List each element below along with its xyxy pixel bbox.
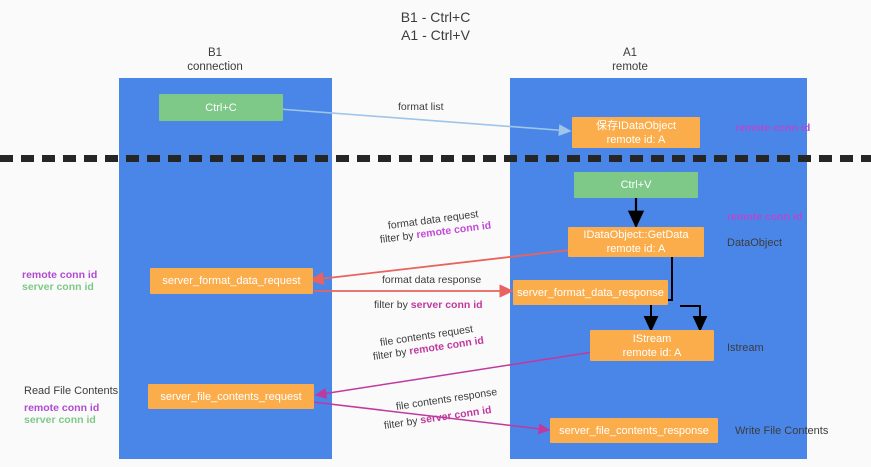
box-server-file-contents-request-label: server_file_contents_request — [160, 390, 302, 403]
annotation-right-write-file-contents: Write File Contents — [735, 425, 829, 437]
annotation-left-read-file-contents: Read File Contents — [24, 385, 119, 397]
section-divider — [0, 155, 871, 162]
box-ctrl-c[interactable]: Ctrl+C — [159, 94, 283, 121]
box-save-idataobject-line1: 保存IDataObject — [595, 119, 677, 132]
annotation-left-remote-conn-id-mid: remote conn id — [22, 269, 98, 281]
box-idataobject-getdata[interactable]: IDataObject::GetData remote id: A — [568, 227, 704, 257]
annotation-left-server-conn-id-bottom: server conn id — [24, 414, 96, 426]
box-istream-line1: IStream — [632, 332, 672, 345]
column-header-a1: A1 remote — [570, 46, 690, 74]
edge-label-format-list-text: format list — [398, 101, 444, 113]
edge-label-format-data-response-text: format data response — [382, 274, 482, 286]
column-header-b1-name: B1 — [207, 47, 223, 59]
box-save-idataobject[interactable]: 保存IDataObject remote id: A — [572, 117, 700, 148]
annotation-right-remote-conn-id-top: remote conn id — [735, 122, 811, 134]
box-ctrl-c-label: Ctrl+C — [205, 101, 237, 114]
page-title: B1 - Ctrl+C A1 - Ctrl+V — [0, 8, 871, 44]
annotation-right-dataobject: DataObject — [727, 237, 783, 249]
annotation-right-istream: Istream — [727, 342, 764, 354]
box-idataobject-getdata-line1: IDataObject::GetData — [583, 229, 689, 241]
box-server-format-data-response[interactable]: server_format_data_response — [513, 280, 668, 305]
box-server-format-data-response-label: server_format_data_response — [517, 286, 664, 299]
box-server-format-data-request-label: server_format_data_request — [162, 275, 301, 287]
annotation-left-server-conn-id-mid: server conn id — [22, 281, 94, 293]
box-istream[interactable]: IStream remote id: A — [590, 330, 714, 361]
filter-prefix: filter by — [374, 299, 411, 311]
column-header-b1: B1 connection — [155, 46, 275, 74]
box-server-file-contents-request[interactable]: server_file_contents_request — [148, 384, 314, 409]
edge-label-format-data-response-filter: filter by server conn id — [374, 298, 483, 312]
box-server-file-contents-response-label: server_file_contents_response — [559, 424, 709, 437]
edge-label-format-list: format list — [398, 100, 444, 114]
title-line-2: A1 - Ctrl+V — [401, 27, 470, 43]
box-server-file-contents-response[interactable]: server_file_contents_response — [550, 418, 718, 443]
box-save-idataobject-line2: remote id: A — [606, 133, 666, 146]
column-header-b1-role: connection — [187, 61, 243, 73]
column-header-a1-role: remote — [612, 61, 648, 73]
annotation-left-remote-conn-id-bottom: remote conn id — [24, 402, 100, 414]
box-server-format-data-request[interactable]: server_format_data_request — [150, 268, 313, 294]
box-ctrl-v-label: Ctrl+V — [620, 179, 652, 191]
filter-key-server-conn-id: server conn id — [410, 299, 483, 311]
box-istream-line2: remote id: A — [622, 346, 682, 359]
column-header-a1-name: A1 — [622, 47, 638, 59]
annotation-right-remote-conn-id-mid: remote conn id — [727, 211, 803, 223]
title-line-1: B1 - Ctrl+C — [400, 9, 471, 25]
box-idataobject-getdata-line2: remote id: A — [606, 243, 666, 255]
box-ctrl-v[interactable]: Ctrl+V — [574, 172, 698, 198]
edge-label-format-data-response-line1: format data response — [382, 273, 481, 287]
